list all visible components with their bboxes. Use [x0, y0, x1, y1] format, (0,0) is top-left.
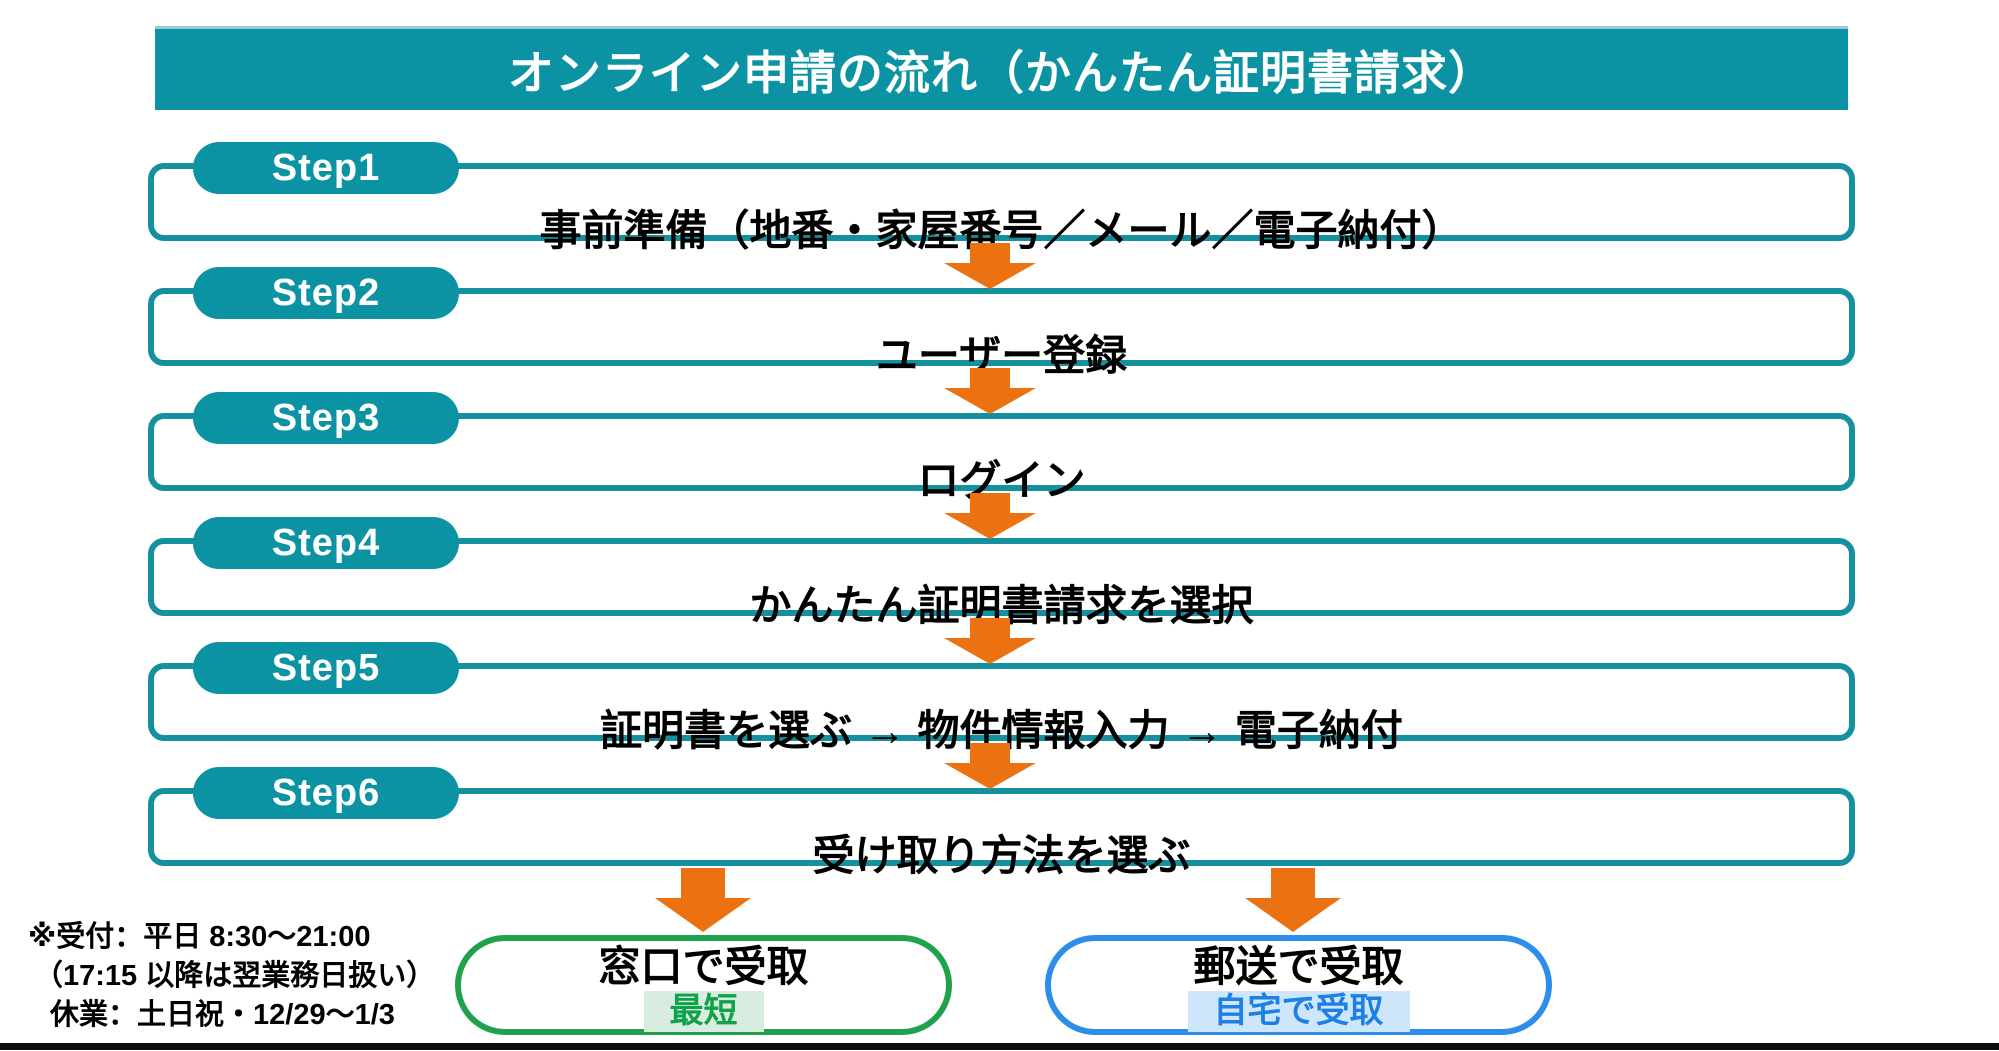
outcome-mail-badge: 自宅で受取 — [1187, 991, 1410, 1033]
step6-badge: Step6 — [193, 767, 459, 819]
arrow-stem — [970, 618, 1010, 638]
step4-badge: Step4 — [193, 517, 459, 569]
arrow-head — [1245, 898, 1341, 932]
arrow-head — [944, 263, 1036, 289]
down-arrow-icon — [944, 368, 1036, 414]
step1-badge: Step1 — [193, 142, 459, 194]
step3-badge: Step3 — [193, 392, 459, 444]
arrow-head — [944, 638, 1036, 664]
step2-label: Step2 — [271, 271, 381, 314]
step4-box: かんたん証明書請求を選択 — [148, 538, 1855, 629]
down-arrow-icon — [944, 618, 1036, 664]
outcome-mail-delivery: 郵送で受取 自宅で受取 — [1045, 935, 1552, 1035]
arrow-head — [944, 388, 1036, 414]
step6-text: 受け取り方法を選ぶ — [812, 832, 1191, 879]
outcome-counter-badge: 最短 — [643, 991, 764, 1033]
outcome-counter-pickup: 窓口で受取 最短 — [455, 935, 952, 1035]
step1-box: 事前準備（地番・家屋番号／メール／電子納付） — [148, 163, 1855, 254]
step1-label: Step1 — [271, 146, 381, 189]
title-bar: オンライン申請の流れ（かんたん証明書請求） — [155, 26, 1848, 110]
step2-badge: Step2 — [193, 267, 459, 319]
down-arrow-icon — [1245, 868, 1341, 932]
down-arrow-icon — [944, 493, 1036, 539]
arrow-stem — [1271, 868, 1315, 898]
step6-label: Step6 — [271, 771, 381, 814]
arrow-stem — [970, 493, 1010, 513]
arrow-stem — [970, 243, 1010, 263]
arrow-stem — [681, 868, 725, 898]
arrow-head — [944, 763, 1036, 789]
down-arrow-icon — [944, 243, 1036, 289]
page-title: オンライン申請の流れ（かんたん証明書請求） — [508, 46, 1495, 99]
outcome-mail-title: 郵送で受取 — [1193, 943, 1404, 990]
step4-label: Step4 — [271, 521, 381, 564]
step3-label: Step3 — [271, 396, 381, 439]
arrow-head — [655, 898, 751, 932]
down-arrow-icon — [944, 743, 1036, 789]
outcome-counter-title: 窓口で受取 — [598, 943, 809, 990]
arrow-stem — [970, 368, 1010, 388]
arrow-head — [944, 513, 1036, 539]
step5-badge: Step5 — [193, 642, 459, 694]
bottom-divider — [0, 1043, 1999, 1050]
reception-hours-note: ※受付：平日 8:30〜21:00 （17:15 以降は翌業務日扱い） 休業：土… — [28, 918, 435, 1035]
note-line-1: ※受付：平日 8:30〜21:00 — [28, 921, 371, 953]
note-line-2: （17:15 以降は翌業務日扱い） — [34, 959, 436, 992]
arrow-stem — [970, 743, 1010, 763]
note-line-3: 休業：土日祝・12/29〜1/3 — [50, 998, 395, 1031]
step5-label: Step5 — [271, 646, 381, 689]
down-arrow-icon — [655, 868, 751, 932]
